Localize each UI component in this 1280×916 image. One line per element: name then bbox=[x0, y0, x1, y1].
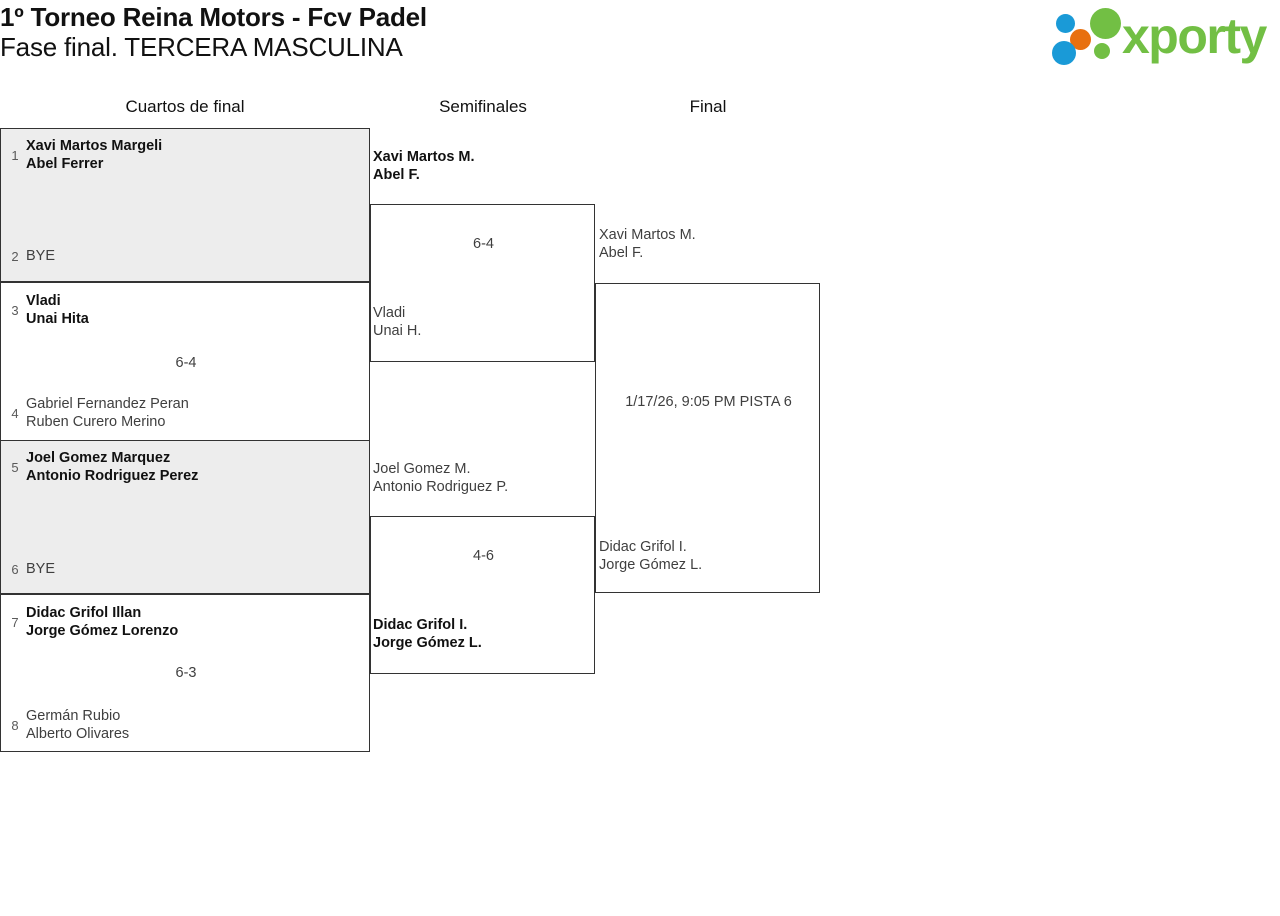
player-names: BYE bbox=[26, 560, 55, 578]
page-title: 1º Torneo Reina Motors - Fcv Padel Fase … bbox=[0, 2, 900, 62]
competitor-seed-3: 3 Vladi Unai Hita bbox=[4, 292, 89, 328]
semifinal-2-top-competitor: Joel Gomez M. Antonio Rodriguez P. bbox=[373, 460, 508, 496]
semifinal-1-top-competitor: Xavi Martos M. Abel F. bbox=[373, 148, 475, 184]
competitor-seed-7: 7 Didac Grifol Illan Jorge Gómez Lorenzo bbox=[4, 604, 178, 640]
player-names: Gabriel Fernandez Peran Ruben Curero Mer… bbox=[26, 395, 189, 431]
xporty-logo[interactable]: xporty bbox=[1050, 6, 1274, 66]
player-names: Joel Gomez Marquez Antonio Rodriguez Per… bbox=[26, 449, 198, 485]
player-name: Didac Grifol Illan bbox=[26, 605, 142, 621]
player-name: Xavi Martos M. bbox=[373, 149, 475, 165]
player-name: Jorge Gómez L. bbox=[373, 635, 482, 651]
player-name: Unai Hita bbox=[26, 311, 89, 327]
player-name: Vladi bbox=[373, 305, 406, 321]
seed-number: 1 bbox=[11, 147, 19, 163]
competitor-seed-2: 2 BYE bbox=[4, 247, 55, 265]
player-name: Abel F. bbox=[599, 245, 644, 261]
competitor-seed-1: 1 Xavi Martos Margeli Abel Ferrer bbox=[4, 137, 162, 173]
logo-dot-orange bbox=[1070, 29, 1091, 50]
tournament-name: 1º Torneo Reina Motors - Fcv Padel bbox=[0, 2, 427, 32]
player-names: Germán Rubio Alberto Olivares bbox=[26, 707, 129, 743]
match-score: 6-4 bbox=[473, 236, 494, 252]
player-name: Vladi bbox=[26, 293, 61, 309]
seed-number: 6 bbox=[11, 561, 19, 577]
player-names: Xavi Martos M. Abel F. bbox=[373, 148, 475, 184]
seed-number: 7 bbox=[11, 614, 19, 630]
player-name: Didac Grifol I. bbox=[373, 617, 468, 633]
seed-number: 4 bbox=[11, 405, 19, 421]
match-score: 4-6 bbox=[473, 548, 494, 564]
player-names: BYE bbox=[26, 247, 55, 265]
logo-dots-icon bbox=[1050, 8, 1128, 65]
match-semifinal-2[interactable]: 4-6 bbox=[370, 516, 595, 674]
player-names: Vladi Unai H. bbox=[373, 304, 421, 340]
logo-dot-blue-top bbox=[1056, 14, 1075, 33]
player-names: Vladi Unai Hita bbox=[26, 292, 89, 328]
player-names: Xavi Martos M. Abel F. bbox=[599, 226, 696, 262]
player-name: Antonio Rodriguez P. bbox=[373, 479, 509, 495]
player-names: Didac Grifol Illan Jorge Gómez Lorenzo bbox=[26, 604, 178, 640]
player-name: Unai H. bbox=[373, 323, 422, 339]
player-names: Didac Grifol I. Jorge Gómez L. bbox=[373, 616, 482, 652]
competitor-seed-6: 6 BYE bbox=[4, 560, 55, 578]
seed-number: 8 bbox=[11, 717, 19, 733]
player-name: Germán Rubio bbox=[26, 708, 121, 724]
final-bottom-competitor: Didac Grifol I. Jorge Gómez L. bbox=[599, 538, 702, 574]
competitor-seed-4: 4 Gabriel Fernandez Peran Ruben Curero M… bbox=[4, 395, 189, 431]
player-name: Jorge Gómez Lorenzo bbox=[26, 623, 179, 639]
player-name: BYE bbox=[26, 561, 56, 577]
match-semifinal-1[interactable]: 6-4 bbox=[370, 204, 595, 362]
final-top-competitor: Xavi Martos M. Abel F. bbox=[599, 226, 696, 262]
match-score: 6-3 bbox=[175, 665, 197, 681]
player-name: Abel Ferrer bbox=[26, 156, 104, 172]
match-quarterfinal-2[interactable]: 3 Vladi Unai Hita 4 Gabriel Fernandez Pe… bbox=[0, 282, 370, 442]
logo-wordmark: xporty bbox=[1122, 8, 1267, 64]
player-name: Xavi Martos M. bbox=[599, 227, 696, 243]
player-name: Ruben Curero Merino bbox=[26, 414, 166, 430]
match-schedule: 1/17/26, 9:05 PM PISTA 6 bbox=[625, 394, 792, 410]
semifinal-2-bottom-competitor: Didac Grifol I. Jorge Gómez L. bbox=[373, 616, 482, 652]
match-quarterfinal-4[interactable]: 7 Didac Grifol Illan Jorge Gómez Lorenzo… bbox=[0, 594, 370, 752]
player-name: Joel Gomez Marquez bbox=[26, 450, 171, 466]
seed-number: 3 bbox=[11, 302, 19, 318]
semifinal-1-bottom-competitor: Vladi Unai H. bbox=[373, 304, 421, 340]
player-name: Gabriel Fernandez Peran bbox=[26, 396, 189, 412]
match-quarterfinal-1[interactable]: 1 Xavi Martos Margeli Abel Ferrer 2 BYE bbox=[0, 128, 370, 282]
logo-dot-green-small bbox=[1094, 43, 1110, 59]
round-header-semifinals: Semifinales bbox=[439, 97, 527, 116]
player-name: Joel Gomez M. bbox=[373, 461, 471, 477]
player-name: Didac Grifol I. bbox=[599, 539, 687, 555]
tournament-phase: Fase final. TERCERA MASCULINA bbox=[0, 32, 403, 62]
player-names: Joel Gomez M. Antonio Rodriguez P. bbox=[373, 460, 508, 496]
competitor-seed-8: 8 Germán Rubio Alberto Olivares bbox=[4, 707, 129, 743]
logo-dot-green-large bbox=[1090, 8, 1121, 39]
player-name: Xavi Martos Margeli bbox=[26, 138, 163, 154]
player-names: Xavi Martos Margeli Abel Ferrer bbox=[26, 137, 162, 173]
competitor-seed-5: 5 Joel Gomez Marquez Antonio Rodriguez P… bbox=[4, 449, 198, 485]
seed-number: 5 bbox=[11, 459, 19, 475]
player-name: Jorge Gómez L. bbox=[599, 557, 703, 573]
match-quarterfinal-3[interactable]: 5 Joel Gomez Marquez Antonio Rodriguez P… bbox=[0, 440, 370, 594]
player-name: Alberto Olivares bbox=[26, 726, 130, 742]
match-score: 6-4 bbox=[175, 355, 197, 371]
player-name: BYE bbox=[26, 248, 56, 264]
logo-dot-blue-bottom bbox=[1052, 41, 1076, 65]
round-header-final: Final bbox=[689, 97, 727, 116]
player-name: Antonio Rodriguez Perez bbox=[26, 468, 199, 484]
player-names: Didac Grifol I. Jorge Gómez L. bbox=[599, 538, 702, 574]
seed-number: 2 bbox=[11, 248, 19, 264]
match-final[interactable]: 1/17/26, 9:05 PM PISTA 6 bbox=[595, 283, 820, 593]
player-name: Abel F. bbox=[373, 167, 420, 183]
round-header-quarterfinals: Cuartos de final bbox=[125, 97, 245, 116]
